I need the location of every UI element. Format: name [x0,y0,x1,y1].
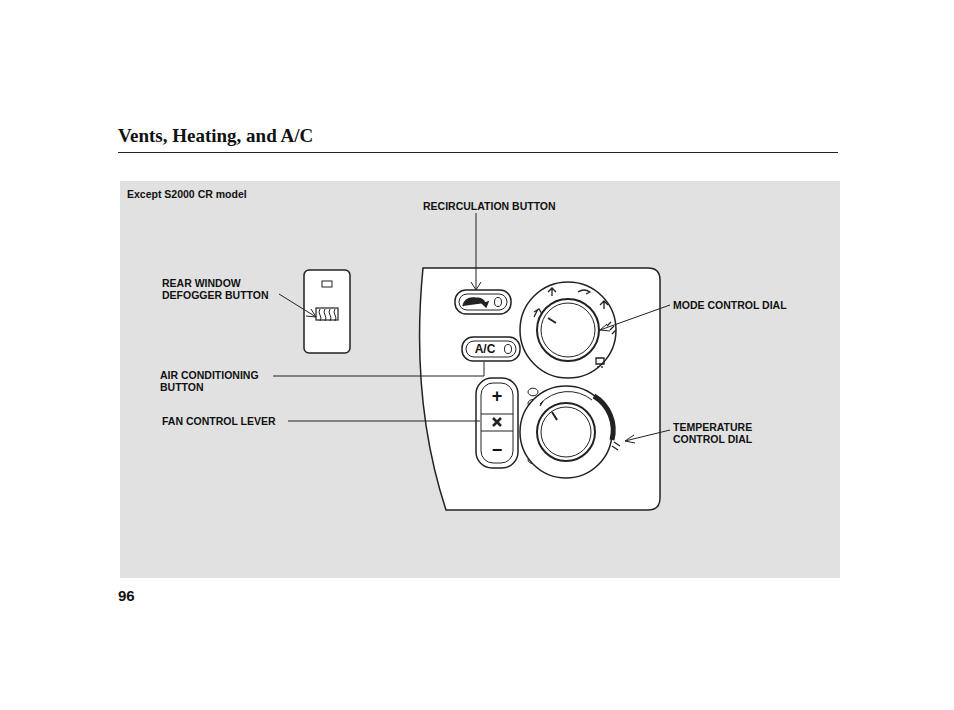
button-symbol: + [492,387,503,405]
fan-speed-indicator [528,388,538,396]
callout-label: MODE CONTROL DIAL [673,299,787,311]
button-label: A/C [475,342,496,356]
callout-label: RECIRCULATION BUTTON [423,200,556,212]
callout-label: TEMPERATURE CONTROL DIAL [673,421,765,445]
model-note: Except S2000 CR model [127,188,247,200]
callout-label: AIR CONDITIONING BUTTON [160,369,268,393]
callout-label: REAR WINDOW DEFOGGER BUTTON [162,277,274,301]
page-number: 96 [118,587,135,604]
button-symbol: − [492,441,503,459]
page-title: Vents, Heating, and A/C [118,125,313,147]
callout-label: FAN CONTROL LEVER [162,415,276,427]
